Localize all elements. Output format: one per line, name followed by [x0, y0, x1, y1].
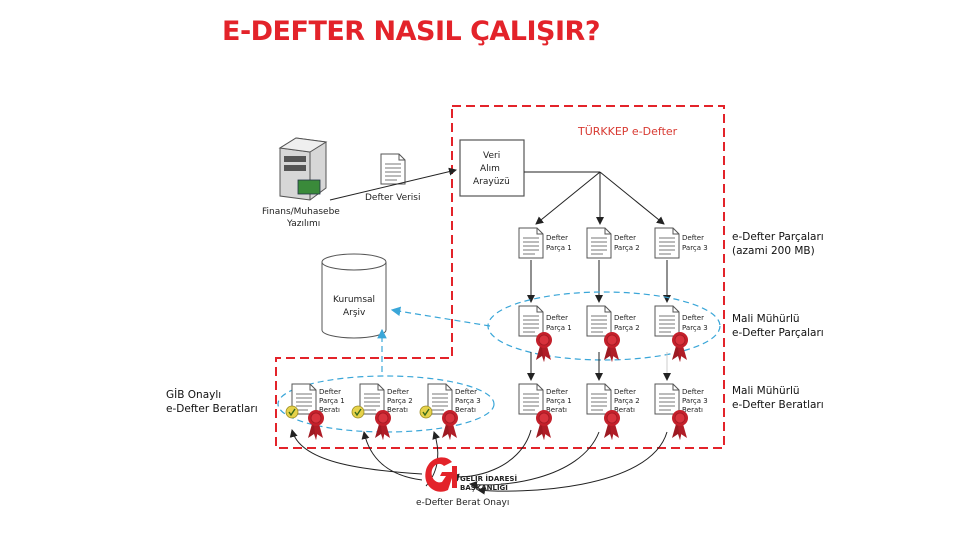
sealed3-l1: Defter	[682, 314, 704, 322]
part3-l2: Parça 3	[682, 244, 708, 252]
berat2-l2: Parça 2	[614, 397, 640, 405]
gib2-l2: Parça 2	[387, 397, 413, 405]
part1-l2: Parça 1	[546, 244, 572, 252]
page-title: E-DEFTER NASIL ÇALIŞIR?	[222, 16, 601, 47]
right-label-berat-1: Mali Mühürlü	[732, 385, 800, 397]
berat1-l3: Beratı	[546, 406, 567, 414]
gib-logo-2: BAŞKANLIĞI	[460, 483, 508, 492]
right-label-berat-2: e-Defter Beratları	[732, 399, 824, 411]
kurumsal-arsiv-1: Kurumsal	[333, 295, 375, 305]
row-gib-berat: Defter Parça 1 Beratı Defter Parça 2 Ber…	[285, 383, 481, 441]
berat2-l1: Defter	[614, 388, 636, 396]
gib1-l3: Beratı	[319, 406, 340, 414]
gib-logo-icon	[425, 457, 457, 492]
berat3-l1: Defter	[682, 388, 704, 396]
row-sealed-parts: Defter Parça 1 Defter Parça 2 Defter Par…	[518, 305, 708, 363]
berat2-l3: Beratı	[614, 406, 635, 414]
part3-l1: Defter	[682, 234, 704, 242]
right-label-parcalar-2: (azami 200 MB)	[732, 245, 815, 257]
gib2-l1: Defter	[387, 388, 409, 396]
right-label-mali-1: Mali Mühürlü	[732, 313, 800, 325]
turkkep-border	[275, 105, 725, 449]
row-parts: Defter Parça 1 Defter Parça 2 Defter Par…	[518, 227, 708, 259]
defter-verisi-doc-icon	[380, 153, 406, 185]
gib-caption: e-Defter Berat Onayı	[416, 498, 509, 508]
sealed1-l1: Defter	[546, 314, 568, 322]
turkkep-label: TÜRKKEP e-Defter	[577, 125, 678, 138]
right-label-mali-2: e-Defter Parçaları	[732, 327, 824, 339]
gib3-l2: Parça 3	[455, 397, 481, 405]
defter-verisi-label: Defter Verisi	[365, 193, 421, 203]
berat3-l2: Parça 3	[682, 397, 708, 405]
part1-l1: Defter	[546, 234, 568, 242]
sealed3-l2: Parça 3	[682, 324, 708, 332]
berat1-l2: Parça 1	[546, 397, 572, 405]
part2-l1: Defter	[614, 234, 636, 242]
gib1-l1: Defter	[319, 388, 341, 396]
gib3-l1: Defter	[455, 388, 477, 396]
part2-l2: Parça 2	[614, 244, 640, 252]
sealed1-l2: Parça 1	[546, 324, 572, 332]
server-label-1: Finans/Muhasebe	[262, 207, 340, 217]
server-label-2: Yazılımı	[286, 219, 320, 229]
gib-onayli-ellipse	[277, 375, 495, 433]
gib-label-2: e-Defter Beratları	[166, 403, 258, 415]
berat3-l3: Beratı	[682, 406, 703, 414]
gib2-l3: Beratı	[387, 406, 408, 414]
sealed2-l1: Defter	[614, 314, 636, 322]
server-icon	[278, 137, 328, 201]
veri-alim-1: Veri	[483, 151, 500, 161]
gib3-l3: Beratı	[455, 406, 476, 414]
kurumsal-arsiv-2: Arşiv	[343, 308, 366, 318]
sealed2-l2: Parça 2	[614, 324, 640, 332]
veri-alim-2: Alım	[480, 164, 500, 174]
gib1-l2: Parça 1	[319, 397, 345, 405]
veri-alim-box	[459, 139, 525, 197]
veri-alim-3: Arayüzü	[473, 177, 510, 187]
row-berat: Defter Parça 1 Beratı Defter Parça 2 Ber…	[518, 383, 708, 441]
kurumsal-arsiv-icon	[321, 253, 387, 339]
gib-label-1: GİB Onaylı	[166, 388, 221, 401]
right-label-parcalar-1: e-Defter Parçaları	[732, 231, 824, 243]
gib-logo-1: GELİR İDARESİ	[460, 474, 517, 483]
berat1-l1: Defter	[546, 388, 568, 396]
